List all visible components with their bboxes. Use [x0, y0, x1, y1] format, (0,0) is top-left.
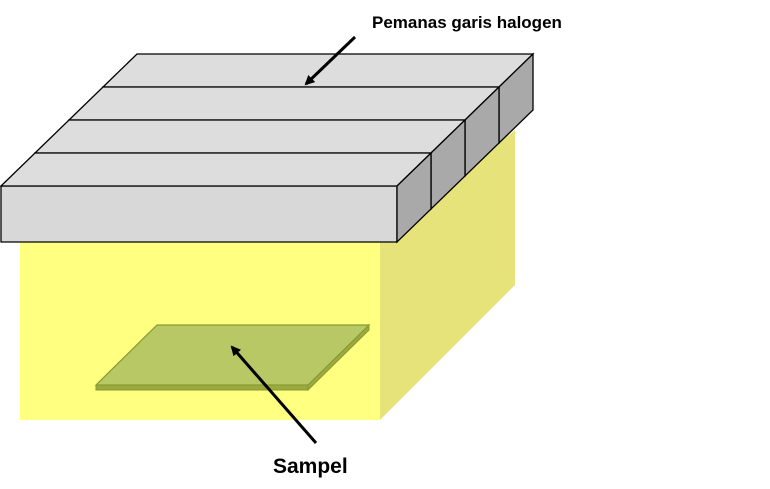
heater-arrow	[304, 35, 357, 86]
heater-bar-top	[67, 86, 501, 121]
chamber-side-face	[380, 130, 515, 420]
heater-bar-front	[0, 185, 398, 243]
heater-bar-side	[396, 151, 432, 244]
heater-label: Pemanas garis halogen	[372, 13, 562, 32]
sample-arrow	[230, 345, 318, 444]
heater-bars	[0, 52, 535, 244]
heater-bar-top	[0, 152, 433, 187]
heater-bar-top	[33, 119, 467, 154]
sample-label: Sampel	[273, 455, 348, 478]
